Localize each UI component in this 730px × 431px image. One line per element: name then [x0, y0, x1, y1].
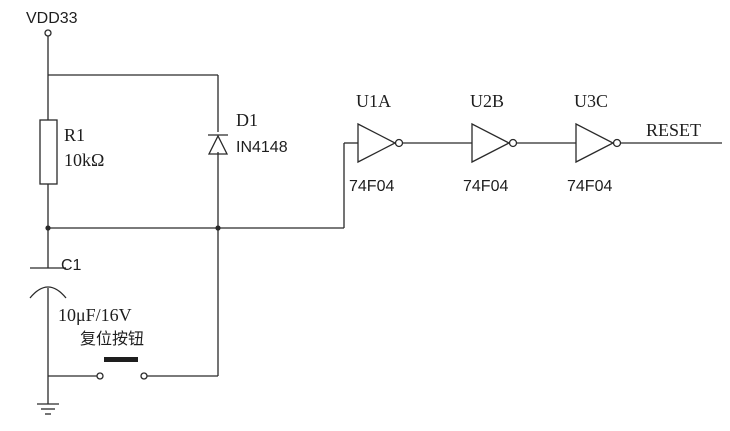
vdd-label: VDD33: [26, 10, 78, 27]
button-contact-left: [96, 372, 104, 380]
resistor-value: 10kΩ: [64, 150, 104, 170]
diode-d1-symbol: [207, 134, 229, 155]
button-contact-right: [140, 372, 148, 380]
capacitor-c1-curved-plate: [29, 286, 67, 299]
inverter-u1a-bubble: [394, 138, 404, 148]
reset-output-label: RESET: [646, 120, 701, 140]
reset-button-label: 复位按钮: [80, 330, 144, 348]
inverter-u2b-bubble: [508, 138, 518, 148]
capacitor-ref: C1: [61, 257, 82, 274]
inverter-u3c-ref: U3C: [574, 91, 608, 111]
inverter-u3c-bubble: [612, 138, 622, 148]
capacitor-value: 10μF/16V: [58, 305, 132, 325]
resistor-ref: R1: [64, 125, 85, 145]
inverter-u1a-part: 74F04: [349, 178, 394, 195]
junction-dot: [45, 225, 51, 231]
reset-button-actuator: [104, 357, 138, 362]
inverter-u3c-symbol: [575, 122, 615, 164]
inverter-u2b-ref: U2B: [470, 91, 504, 111]
resistor-r1-body: [39, 119, 58, 185]
vdd-terminal: [44, 29, 52, 37]
inverter-u2b-part: 74F04: [463, 178, 508, 195]
diode-ref: D1: [236, 110, 258, 130]
inverter-u1a-symbol: [357, 122, 397, 164]
inverter-u2b-symbol: [471, 122, 511, 164]
inverter-u1a-ref: U1A: [356, 91, 391, 111]
diode-part: IN4148: [236, 139, 288, 156]
inverter-u3c-part: 74F04: [567, 178, 612, 195]
